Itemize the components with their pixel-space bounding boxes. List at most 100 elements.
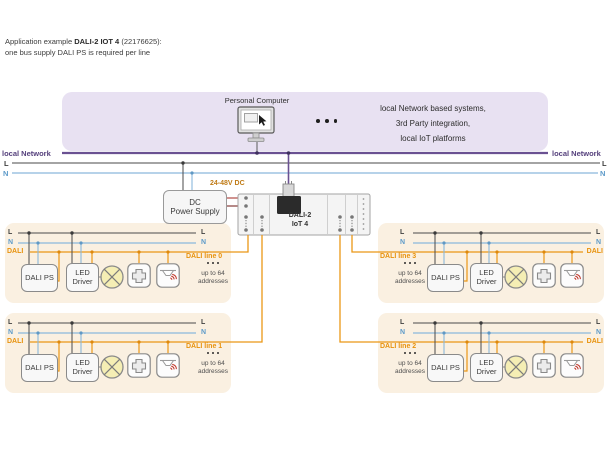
ellipsis-dot: [324, 119, 329, 123]
capacity-note: up to 64 addresses: [198, 270, 228, 285]
n-label: N: [201, 239, 207, 246]
dali-line-0-content: L N DALI L N DALI line 0 DALI PS LED Dri…: [5, 223, 231, 303]
dali-line-1-content: L N DALI L N DALI line 1 DALI PS LED Dri…: [5, 313, 231, 393]
dali-ps-label: DALI PS: [25, 272, 54, 282]
network-description-line1: local Network based systems,: [380, 104, 486, 113]
capacity-note: up to 64 addresses: [395, 270, 425, 285]
dali-ps-box: DALI PS: [21, 354, 58, 382]
relay-module-icon: [127, 353, 151, 383]
dc-power-supply-box: DC Power Supply: [163, 190, 227, 224]
ellipsis-dot: [408, 352, 412, 355]
l-label: L: [400, 229, 405, 236]
presence-sensor-icon: [156, 353, 180, 383]
dali-line-name: DALI line 3: [380, 253, 417, 260]
n-label: N: [596, 239, 602, 246]
led-driver-label: LED Driver: [476, 268, 497, 286]
n-label: N: [596, 329, 602, 336]
ellipsis-dot: [333, 119, 338, 123]
presence-sensor-icon: [156, 263, 180, 293]
ellipsis-dot: [216, 352, 219, 355]
ellipsis-dot: [404, 262, 407, 265]
lamp-icon: [100, 355, 124, 384]
personal-computer-label: Personal Computer: [224, 96, 290, 105]
dc-voltage-label: 24-48V DC: [210, 180, 245, 187]
network-ellipsis: [316, 119, 338, 123]
header-product-name: DALI-2 IOT 4: [74, 37, 120, 46]
network-description-line3: local IoT platforms: [400, 134, 466, 143]
led-driver-box: LED Driver: [470, 353, 503, 382]
l-label: L: [201, 229, 206, 236]
psu-label-line1: DC: [189, 197, 201, 207]
dali-label: DALI: [586, 248, 603, 255]
relay-module-icon: [532, 263, 556, 293]
header-prefix: Application example: [5, 37, 75, 46]
addresses-ellipsis: [191, 262, 235, 265]
led-driver-box: LED Driver: [66, 353, 99, 382]
addresses-ellipsis: [388, 352, 432, 355]
personal-computer-icon: [237, 106, 275, 149]
l-label: L: [596, 319, 601, 326]
ellipsis-dot: [316, 119, 320, 123]
local-network-label-left: local Network: [2, 149, 51, 158]
dali-line-2-content: L N DALI line 2 L N DALI DALI PS LED Dri…: [378, 313, 604, 393]
led-driver-box: LED Driver: [66, 263, 99, 292]
gateway-label: DALI-2 IoT 4: [272, 212, 328, 229]
l-label: L: [596, 229, 601, 236]
header-suffix: (22176625):: [119, 37, 162, 46]
n-label: N: [400, 239, 406, 246]
l-label: L: [400, 319, 405, 326]
header-caption: Application example DALI-2 IOT 4 (221766…: [5, 36, 162, 58]
gateway-name-line1: DALI-2: [288, 212, 312, 219]
local-network-label-right: local Network: [552, 149, 601, 158]
l-label: L: [8, 229, 13, 236]
ellipsis-dot: [207, 352, 210, 355]
led-driver-box: LED Driver: [470, 263, 503, 292]
ellipsis-dot: [404, 352, 407, 355]
header-line2: one bus supply DALI PS is required per l…: [5, 48, 151, 57]
dali-label: DALI: [7, 338, 24, 345]
dali-label: DALI: [586, 338, 603, 345]
relay-module-icon: [532, 353, 556, 383]
n-label: N: [8, 239, 14, 246]
presence-sensor-icon: [560, 263, 584, 293]
led-driver-label: LED Driver: [476, 358, 497, 376]
addresses-ellipsis: [388, 262, 432, 265]
lamp-icon: [100, 265, 124, 294]
l-label: L: [8, 319, 13, 326]
dali-line-3-content: L N DALI line 3 L N DALI DALI PS LED Dri…: [378, 223, 604, 303]
ellipsis-dot: [211, 352, 215, 355]
dali-ps-label: DALI PS: [431, 272, 460, 282]
dali-ps-label: DALI PS: [431, 362, 460, 372]
ellipsis-dot: [211, 262, 215, 265]
dali-line-name: DALI line 0: [186, 253, 223, 260]
dali-ps-label: DALI PS: [25, 362, 54, 372]
led-driver-label: LED Driver: [72, 268, 93, 286]
psu-label-line2: Power Supply: [170, 207, 220, 216]
addresses-ellipsis: [191, 352, 235, 355]
dali-line-name: DALI line 2: [380, 343, 417, 350]
local-network-panel: [62, 92, 548, 151]
network-description-line2: 3rd Party integration,: [395, 119, 471, 128]
dali-line-name: DALI line 1: [186, 343, 223, 350]
ellipsis-dot: [207, 262, 210, 265]
presence-sensor-icon: [560, 353, 584, 383]
n-label: N: [8, 329, 14, 336]
ellipsis-dot: [413, 352, 416, 355]
gateway-name-line2: IoT 4: [291, 220, 309, 228]
mains-l-label-right: L: [602, 159, 607, 168]
mains-n-label-left: N: [3, 169, 9, 178]
mains-l-label-left: L: [4, 159, 9, 168]
dali-ps-box: DALI PS: [21, 264, 58, 292]
ellipsis-dot: [413, 262, 416, 265]
relay-module-icon: [127, 263, 151, 293]
capacity-note: up to 64 addresses: [395, 360, 425, 375]
lamp-icon: [504, 265, 528, 294]
dali-label: DALI: [7, 248, 24, 255]
n-label: N: [400, 329, 406, 336]
n-label: N: [201, 329, 207, 336]
header-line1: Application example DALI-2 IOT 4 (221766…: [5, 36, 162, 47]
capacity-note: up to 64 addresses: [198, 360, 228, 375]
ellipsis-dot: [216, 262, 219, 265]
mains-n-label-right: N: [600, 169, 606, 178]
